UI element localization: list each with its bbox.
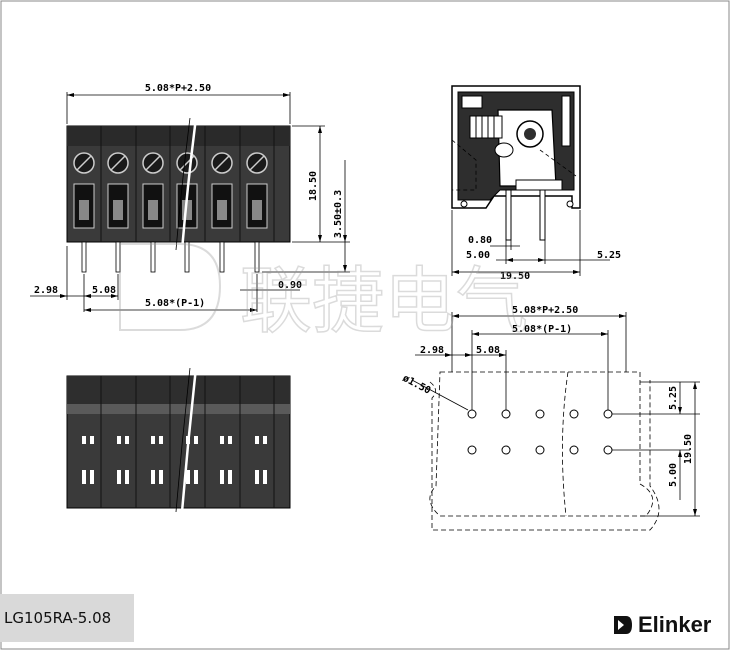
- side-pin-width-dim: 0.80: [468, 235, 492, 246]
- pcb-depth-dim: 19.50: [683, 434, 694, 464]
- watermark: 联捷电气: [119, 243, 529, 344]
- pcb-width-dim: 5.08*P+2.50: [512, 305, 578, 316]
- front-width-dim: 5.08*P+2.50: [145, 83, 211, 94]
- pcb-row-spacing-dim: 5.00: [668, 463, 679, 487]
- front-span-dim: 5.08*(P-1): [145, 298, 205, 309]
- pcb-span-dim: 5.08*(P-1): [512, 324, 572, 335]
- front-edge-offset-dim: 2.98: [34, 285, 58, 296]
- front-pin-width-dim: 0.90: [278, 280, 302, 291]
- brand-name: Elinker: [638, 612, 712, 637]
- elinker-logo-icon: [614, 616, 632, 634]
- bottom-view: [66, 367, 291, 513]
- pcb-edge-to-row-dim: 5.25: [668, 386, 679, 410]
- brand-logo: Elinker: [612, 610, 711, 640]
- watermark-text: 联捷电气: [240, 259, 528, 343]
- pcb-pitch-dim: 5.08: [476, 345, 500, 356]
- front-view: 5.08*P+2.50: [30, 83, 350, 312]
- pcb-hole-diameter-dim: ø1.50: [401, 373, 433, 397]
- front-pin-length-dim: 3.50±0.3: [333, 190, 344, 238]
- side-view: 0.80 5.00 19.50 5.25: [451, 85, 621, 282]
- side-pin-spacing-dim: 5.00: [466, 250, 490, 261]
- pcb-edge-offset-dim: 2.98: [420, 345, 444, 356]
- side-rear-offset-dim: 5.25: [597, 250, 621, 261]
- front-pitch-dim: 5.08: [92, 285, 116, 296]
- part-number-label: LG105RA-5.08: [0, 594, 134, 642]
- front-height-dim: 18.50: [308, 171, 319, 201]
- side-depth-dim: 19.50: [500, 271, 530, 282]
